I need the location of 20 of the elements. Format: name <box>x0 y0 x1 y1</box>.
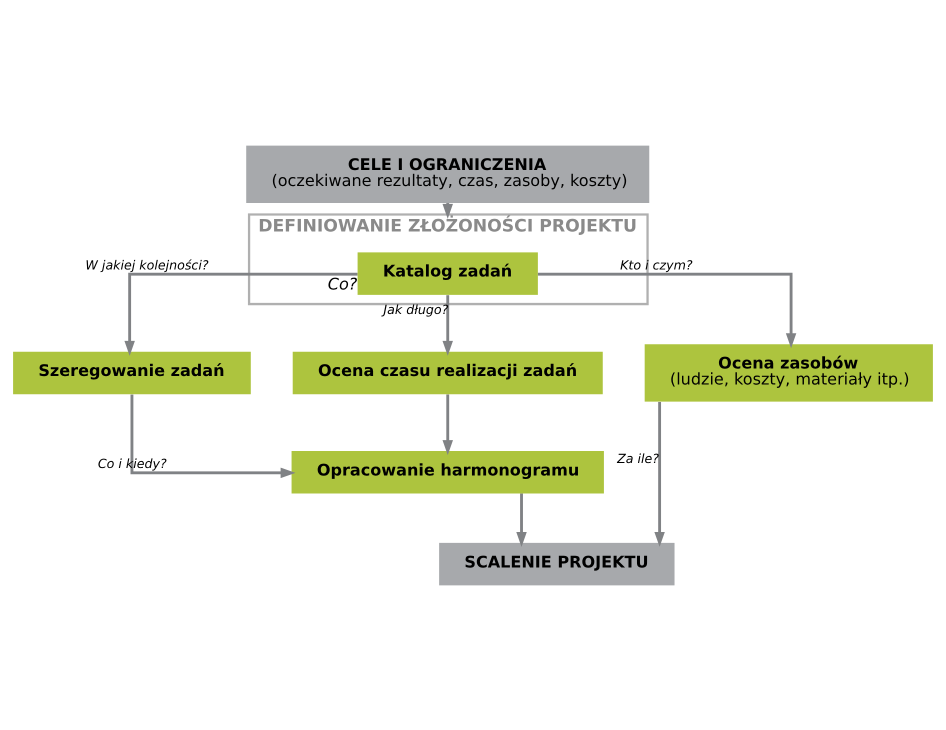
arrow <box>442 294 453 356</box>
node-box: SCALENIE PROJEKTU <box>439 542 675 585</box>
node-box: Ocena czasu realizacji zadań <box>292 351 603 394</box>
arrow <box>654 402 665 546</box>
edge-label: Co i kiedy? <box>98 456 167 471</box>
node-box: Szeregowanie zadań <box>13 351 251 394</box>
node-box: Ocena zasobów (ludzie, koszty, materiały itp.) <box>644 344 933 402</box>
edge-label: Kto i czym? <box>620 256 693 272</box>
arrow <box>130 394 296 478</box>
edge-label: Za ile? <box>617 450 660 466</box>
node-label: Co? <box>328 274 358 293</box>
arrow <box>442 394 453 455</box>
node-box: Opracowanie harmonogramu <box>292 450 604 494</box>
arrow <box>124 272 358 356</box>
edge-label: Jak długo? <box>383 301 448 316</box>
node-box: Katalog zadań <box>358 252 538 294</box>
arrow <box>538 272 796 348</box>
arrow <box>516 493 527 546</box>
edge-label: W jakiej kolejności? <box>85 256 209 272</box>
node-box: CELE I OGRANICZENIA (oczekiwane rezultaty, czas, zasoby, koszty) <box>246 145 650 202</box>
